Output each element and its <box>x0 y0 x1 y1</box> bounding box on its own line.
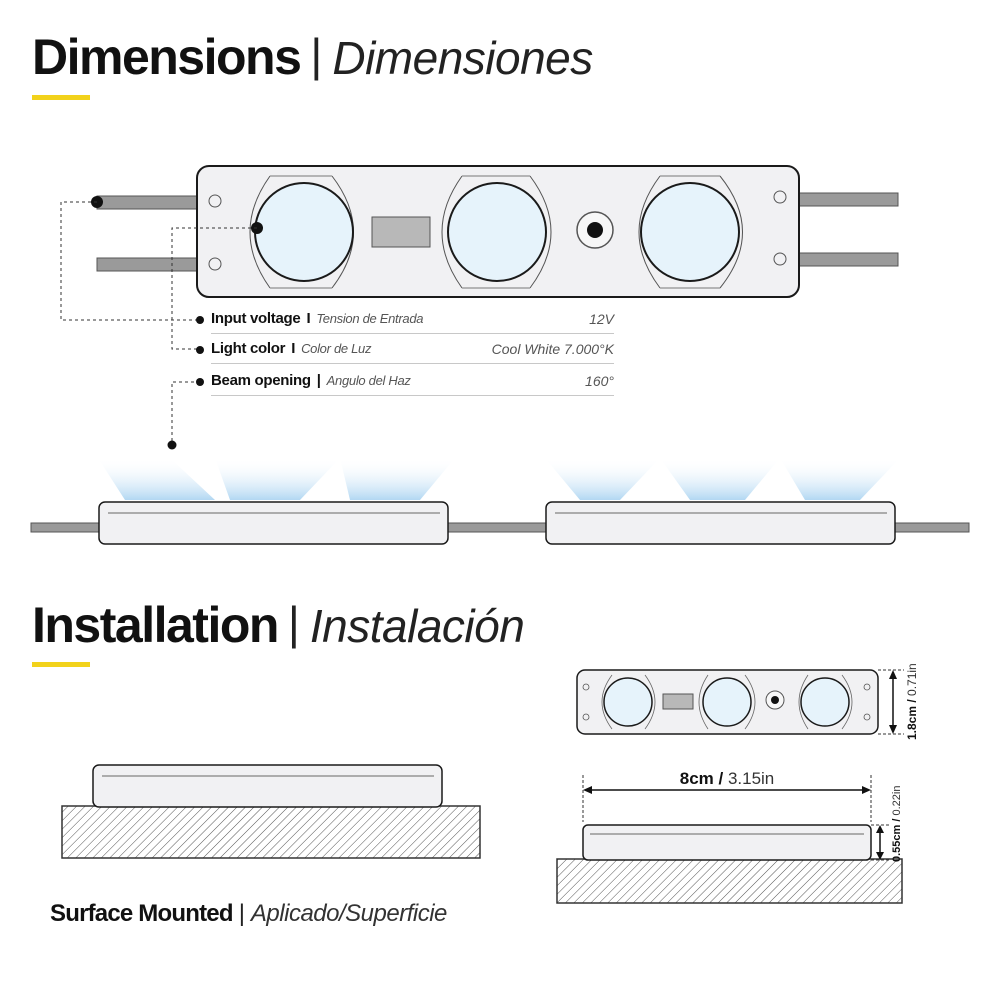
dimensions-title: Dimensions <box>32 29 302 85</box>
depth-imperial: 0.22in <box>891 786 903 819</box>
led-module-top-view <box>96 165 899 298</box>
led-lens <box>254 182 354 282</box>
spec-row-beam-opening: Beam opening | Angulo del Haz 160° <box>196 372 614 396</box>
module-side <box>582 824 872 861</box>
side-view-strip <box>30 458 970 545</box>
led-lens <box>702 677 752 727</box>
caption-separator: | <box>238 900 245 927</box>
installation-title: Installation <box>32 597 279 653</box>
housing-curve <box>249 175 271 289</box>
housing-curve <box>719 175 743 289</box>
light-beam <box>98 458 215 500</box>
depth-metric: 0.55cm <box>891 824 903 862</box>
spec-label: Beam opening <box>211 372 311 389</box>
spec-separator: | <box>316 372 321 389</box>
spec-value: 160° <box>585 373 614 389</box>
light-beam <box>660 458 780 500</box>
housing-curve <box>638 175 661 289</box>
spec-value: Cool White 7.000°K <box>491 341 614 357</box>
divider <box>211 333 614 334</box>
spec-row-light-color: Light color I Color de Luz Cool White 7.00… <box>196 340 614 364</box>
module-side <box>98 501 449 545</box>
small-module-side-view <box>556 775 903 904</box>
led-lens <box>603 677 653 727</box>
driver-chip <box>371 216 431 248</box>
led-lens <box>640 182 740 282</box>
driver-chip <box>662 693 694 710</box>
light-beam <box>340 458 455 500</box>
spec-label: Light color <box>211 340 286 357</box>
wire-left-bottom <box>96 257 201 272</box>
dimensions-heading: Dimensions|Dimensiones <box>32 28 593 86</box>
screw-hole <box>773 252 787 266</box>
installation-subtitle: Instalación <box>309 600 525 652</box>
installation-separator: | <box>287 597 300 649</box>
spec-separator: I <box>306 310 311 327</box>
divider <box>211 395 614 396</box>
depth-label: 0.55cm / 0.22in <box>891 786 903 862</box>
bullet-dot <box>196 346 204 354</box>
divider <box>211 363 614 364</box>
module-side <box>545 501 896 545</box>
height-label: 1.8cm / 0.71in <box>905 663 919 740</box>
installation-heading: Installation|Instalación <box>32 596 525 654</box>
spec-sublabel: Color de Luz <box>301 341 372 356</box>
bullet-dot <box>196 316 204 324</box>
spec-value: 12V <box>589 311 614 327</box>
length-separator: / <box>714 769 724 788</box>
light-beam <box>780 458 900 500</box>
wire-left-top <box>96 195 201 210</box>
dimensions-accent-underline <box>32 95 90 100</box>
caption-title: Surface Mounted <box>50 900 233 927</box>
length-metric: 8cm <box>680 769 714 788</box>
spec-separator: I <box>291 340 296 357</box>
mounting-hole-center <box>587 222 603 238</box>
light-beam <box>545 458 660 500</box>
installation-accent-underline <box>32 662 90 667</box>
leader-lines <box>60 196 263 450</box>
depth-separator: / <box>891 819 903 825</box>
screw-hole <box>773 190 787 204</box>
length-label: 8cm / 3.15in <box>680 769 775 788</box>
spec-row-input-voltage: Input voltage I Tension de Entrada 12V <box>196 310 614 334</box>
mounting-surface <box>61 805 481 859</box>
length-imperial: 3.15in <box>723 769 774 788</box>
height-separator: / <box>905 699 919 706</box>
small-module-top-view <box>576 669 904 735</box>
mounting-surface <box>556 858 903 904</box>
spec-sublabel: Angulo del Haz <box>326 373 411 388</box>
screw-hole <box>208 257 222 271</box>
dimensions-subtitle: Dimensiones <box>332 32 593 84</box>
wire-right-bottom <box>795 252 899 267</box>
housing-curve <box>441 175 463 289</box>
spec-sublabel: Tension de Entrada <box>316 311 424 326</box>
led-lens <box>447 182 547 282</box>
surface-mounted-caption: Surface Mounted|Aplicado/Superficie <box>50 900 447 928</box>
module-side <box>92 764 443 808</box>
height-imperial: 0.71in <box>905 663 919 699</box>
height-metric: 1.8cm <box>905 706 919 740</box>
bullet-dot <box>196 378 204 386</box>
led-lens <box>800 677 850 727</box>
housing-curve <box>529 175 552 289</box>
light-beam <box>215 458 340 500</box>
caption-subtitle: Aplicado/Superficie <box>250 900 447 927</box>
screw-hole <box>208 194 222 208</box>
surface-mounted-illustration <box>61 764 481 859</box>
dimensions-separator: | <box>310 29 323 81</box>
wire-right-top <box>795 192 899 207</box>
spec-label: Input voltage <box>211 310 301 327</box>
